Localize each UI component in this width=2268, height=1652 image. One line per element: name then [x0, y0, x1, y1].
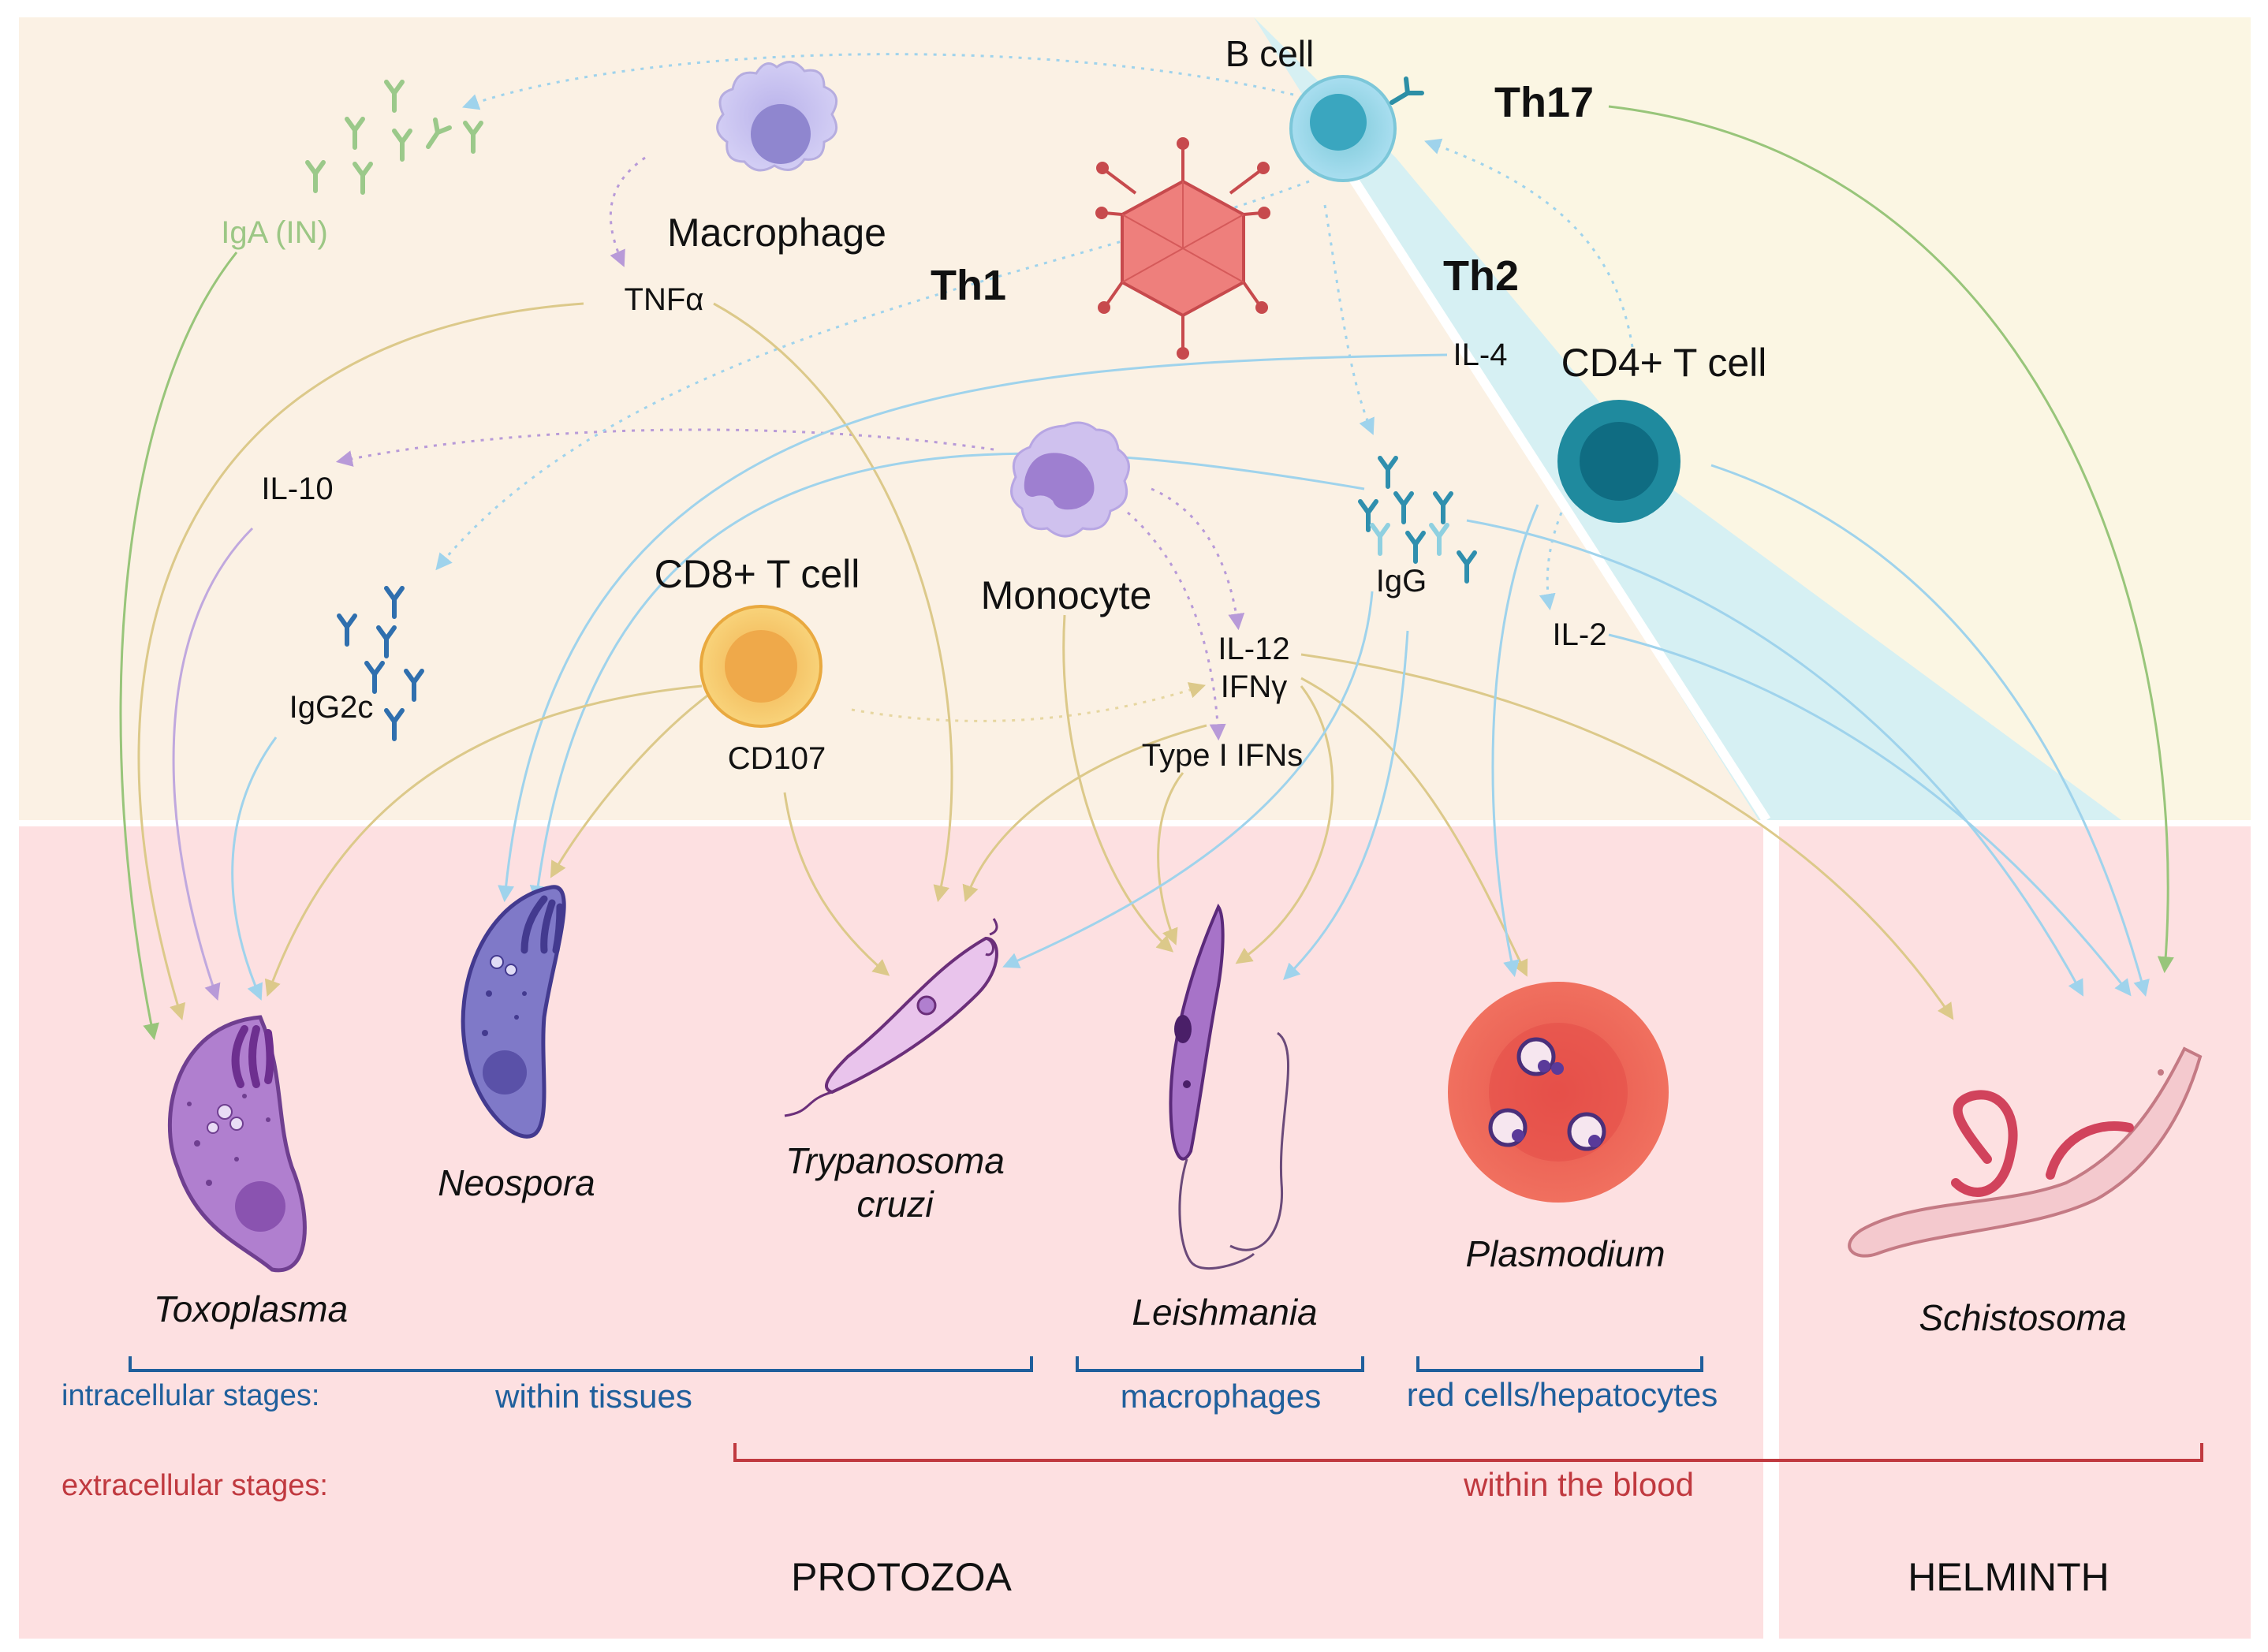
- helminth-label: HELMINTH: [1908, 1555, 2109, 1599]
- schistosoma-icon: [1848, 1046, 2203, 1258]
- bracket-within-blood: [733, 1443, 2203, 1462]
- igg2c-antibodies-icon: [337, 586, 424, 741]
- intracellular-stages-label: intracellular stages:: [62, 1379, 319, 1412]
- toxoplasma-icon: [167, 1015, 307, 1273]
- helminth-panel-bg: [1779, 826, 2251, 1639]
- arrow-ifn-to-schistosoma: [1300, 653, 1954, 1020]
- monocyte-label: Monocyte: [981, 573, 1152, 617]
- cd107-label: CD107: [728, 741, 826, 776]
- th17-label: Th17: [1494, 79, 1594, 126]
- igg-label: IgG: [1376, 564, 1427, 599]
- il4-label: IL-4: [1453, 337, 1508, 372]
- plasmodium-label: Plasmodium: [1465, 1233, 1665, 1274]
- red-cells-hepatocytes-label: red cells/hepatocytes: [1407, 1376, 1718, 1413]
- cd8-t-cell-label: CD8+ T cell: [655, 552, 860, 596]
- arrow-tnfa-to-trypanosoma: [713, 302, 953, 903]
- arrow-igg-to-trypanosoma: [1002, 591, 1374, 968]
- arrow-cd4-to-schistosoma: [1710, 464, 2150, 998]
- arrow-monocyte-to-il12: [1151, 487, 1245, 631]
- arrow-cd8-to-toxoplasma: [264, 684, 703, 997]
- th2-label: Th2: [1443, 252, 1519, 300]
- tnfa-label: TNFα: [625, 282, 704, 317]
- arrow-cd4-to-il2: [1539, 512, 1563, 611]
- arrow-cd4-to-plasmodium: [1491, 504, 1539, 978]
- igg-light-antibodies-icon: [1370, 523, 1449, 556]
- neospora-icon: [461, 885, 566, 1139]
- cd4-t-cell-label: CD4+ T cell: [1561, 341, 1767, 385]
- bracket-red-cells: [1416, 1356, 1703, 1372]
- toxoplasma-label: Toxoplasma: [154, 1288, 348, 1329]
- type1-ifns-label: Type I IFNs: [1142, 738, 1304, 773]
- arrow-monocyte-to-type1: [1127, 511, 1226, 741]
- b-cell-label: B cell: [1225, 33, 1314, 74]
- trypanosoma-label-line1: Trypanosoma: [785, 1140, 1005, 1181]
- neospora-label: Neospora: [438, 1162, 595, 1203]
- iga-antibodies-icon: [305, 80, 483, 195]
- arrow-type1-to-leishmania: [1157, 772, 1184, 945]
- trypanosoma-cruzi-icon: [784, 918, 998, 1117]
- th-divider-line: [1304, 107, 1771, 823]
- arrows: [119, 53, 2174, 1041]
- brackets: [129, 1356, 2203, 1462]
- leishmania-label: Leishmania: [1132, 1292, 1317, 1333]
- il2-label: IL-2: [1553, 617, 1607, 652]
- top-bottom-divider: [19, 820, 2251, 826]
- macrophage-label: Macrophage: [667, 211, 886, 255]
- within-the-blood-label: within the blood: [1463, 1466, 1694, 1503]
- arrow-il4-to-neospora: [498, 353, 1448, 903]
- arrow-cd107-to-trypanosoma: [783, 792, 890, 976]
- virus-icon: [1095, 137, 1270, 360]
- th17-region-bg: [1254, 17, 2251, 820]
- arrow-igg-to-schistosoma: [1466, 519, 2083, 997]
- extracellular-stages-label: extracellular stages:: [62, 1469, 328, 1502]
- trypanosoma-label-line2: cruzi: [856, 1184, 934, 1225]
- igg2c-label: IgG2c: [289, 690, 374, 725]
- arrow-igg-to-leishmania: [1283, 630, 1409, 980]
- arrow-ifn-to-leishmania: [1235, 685, 1334, 964]
- protozoa-helminth-divider: [1763, 826, 1779, 1639]
- arrow-bcell-to-iga: [462, 53, 1294, 110]
- il10-label: IL-10: [261, 472, 333, 506]
- arrow-ifn-to-plasmodium: [1300, 677, 1528, 977]
- arrow-macrophage-to-tnfa: [609, 156, 646, 267]
- macrophage-icon: [716, 61, 838, 172]
- arrow-bcell-to-igg2c: [435, 180, 1310, 571]
- bracket-within-tissues: [129, 1356, 1033, 1372]
- arrow-th17-to-schistosoma: [1608, 105, 2174, 974]
- th2-band: [1254, 17, 2121, 820]
- arrow-il2-to-schistosoma: [1608, 633, 2132, 997]
- arrow-il10-to-toxoplasma: [172, 527, 254, 1001]
- arrow-ifn-to-trypanosoma: [962, 724, 1207, 902]
- il12-label: IL-12: [1218, 632, 1289, 666]
- within-tissues-label: within tissues: [494, 1378, 692, 1415]
- protozoa-label: PROTOZOA: [791, 1555, 1012, 1599]
- protozoa-panel-bg: [19, 826, 1763, 1639]
- ifng-label: IFNγ: [1221, 669, 1287, 704]
- plasmodium-icon: [1448, 982, 1669, 1203]
- cd4-t-cell-icon: [1557, 400, 1680, 523]
- arrow-cd8-to-neospora: [550, 692, 711, 878]
- th1-label: Th1: [931, 262, 1006, 309]
- leishmania-icon: [1169, 903, 1290, 1270]
- arrow-igg2c-to-toxoplasma: [231, 737, 278, 1001]
- arrow-igg-to-neospora: [529, 452, 1365, 903]
- macrophages-label: macrophages: [1121, 1378, 1321, 1415]
- iga-label: IgA (IN): [221, 215, 328, 250]
- schistosoma-label: Schistosoma: [1919, 1297, 2126, 1338]
- b-cell-icon: [1289, 75, 1424, 182]
- arrow-cd8-to-il12: [851, 682, 1207, 722]
- arrow-bcell-to-igg: [1323, 204, 1375, 435]
- arrow-iga-to-toxoplasma: [119, 252, 238, 1041]
- arrow-monocyte-to-leishmania: [1062, 614, 1174, 953]
- cd8-t-cell-icon: [699, 605, 823, 728]
- backgrounds: [19, 17, 2251, 1639]
- bracket-macrophages: [1076, 1356, 1364, 1372]
- monocyte-icon: [1010, 421, 1130, 538]
- arrow-tnfa-to-toxoplasma: [137, 302, 584, 1021]
- igg-antibodies-icon: [1358, 456, 1477, 584]
